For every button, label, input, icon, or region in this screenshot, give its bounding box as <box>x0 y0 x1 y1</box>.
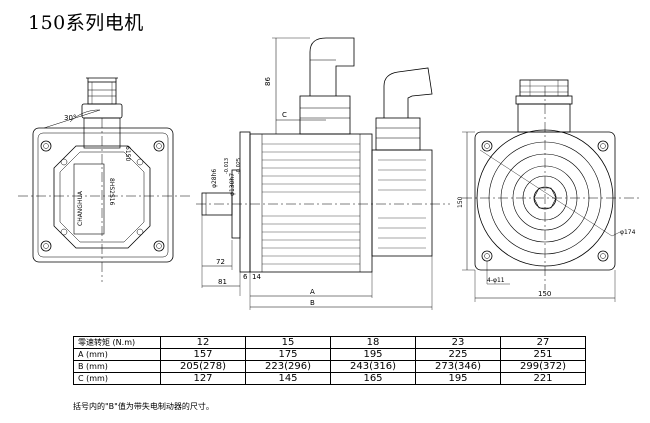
motor-drawing: CHANGHUA 8HS2S16 6150 30° <box>18 37 640 310</box>
dim-6: 6 <box>243 273 248 281</box>
left-view: CHANGHUA 8HS2S16 6150 30° <box>18 77 192 282</box>
dim-a: A <box>310 288 315 296</box>
table-cell: 195 <box>415 372 501 385</box>
table-cell: 145 <box>245 372 331 385</box>
row-label: B (mm) <box>73 360 161 373</box>
table-cell: 195 <box>330 348 416 361</box>
table-cell: 299(372) <box>500 360 586 373</box>
torque-cell: 15 <box>245 336 331 349</box>
page-title: 150系列电机 <box>28 12 144 34</box>
torque-cell: 18 <box>330 336 416 349</box>
dim-holes: 4-φ11 <box>487 277 505 284</box>
torque-cell: 12 <box>160 336 246 349</box>
table-header-row: 零速转矩 (N.m) 12 15 18 23 27 <box>73 336 586 349</box>
row-label: C (mm) <box>73 372 161 385</box>
table-row: C (mm) 127 145 165 195 221 <box>73 372 586 385</box>
table-cell: 225 <box>415 348 501 361</box>
table-cell: 243(316) <box>330 360 416 373</box>
table-row: B (mm) 205(278) 223(296) 243(316) 273(34… <box>73 360 586 373</box>
dim-81: 81 <box>218 278 227 286</box>
table-row: A (mm) 157 175 195 225 251 <box>73 348 586 361</box>
tol-spigot: -0.025 <box>236 158 242 174</box>
front-view: φ174 150 150 4-φ11 <box>457 79 640 302</box>
table-cell: 165 <box>330 372 416 385</box>
table-cell: 157 <box>160 348 246 361</box>
row-label: A (mm) <box>73 348 161 361</box>
footnote: 括号内的"B"值为带失电制动器的尺寸。 <box>73 402 214 411</box>
table-cell: 175 <box>245 348 331 361</box>
table-header-label: 零速转矩 (N.m) <box>73 336 161 349</box>
dim-150-side: 150 <box>457 196 464 208</box>
spec-table: 零速转矩 (N.m) 12 15 18 23 27 A (mm) 157 175… <box>73 336 586 385</box>
table-cell: 221 <box>500 372 586 385</box>
table-cell: 127 <box>160 372 246 385</box>
dim-174: φ174 <box>620 229 636 236</box>
dim-14: 14 <box>252 273 261 281</box>
table-cell: 223(296) <box>245 360 331 373</box>
table-cell: 251 <box>500 348 586 361</box>
nameplate-code2: 6150 <box>124 146 131 161</box>
tol-shaft: -0.013 <box>224 158 230 174</box>
dim-150-bottom: 150 <box>538 290 551 298</box>
angle-label: 30° <box>64 114 76 122</box>
dim-86: 86 <box>264 77 272 86</box>
dim-b: B <box>310 299 315 307</box>
dim-c: C <box>282 111 287 119</box>
nameplate-code1: 8HS2S16 <box>108 178 115 206</box>
table-cell: 273(346) <box>415 360 501 373</box>
side-view: 86 C φ28h6 -0.013 φ130h7 -0.025 72 81 6 … <box>196 37 450 310</box>
table-cell: 205(278) <box>160 360 246 373</box>
dim-shaft: φ28h6 <box>211 169 218 188</box>
torque-cell: 23 <box>415 336 501 349</box>
dim-spigot: φ130h7 <box>229 173 236 196</box>
torque-cell: 27 <box>500 336 586 349</box>
dim-72: 72 <box>216 258 225 266</box>
nameplate-brand: CHANGHUA <box>77 190 84 226</box>
